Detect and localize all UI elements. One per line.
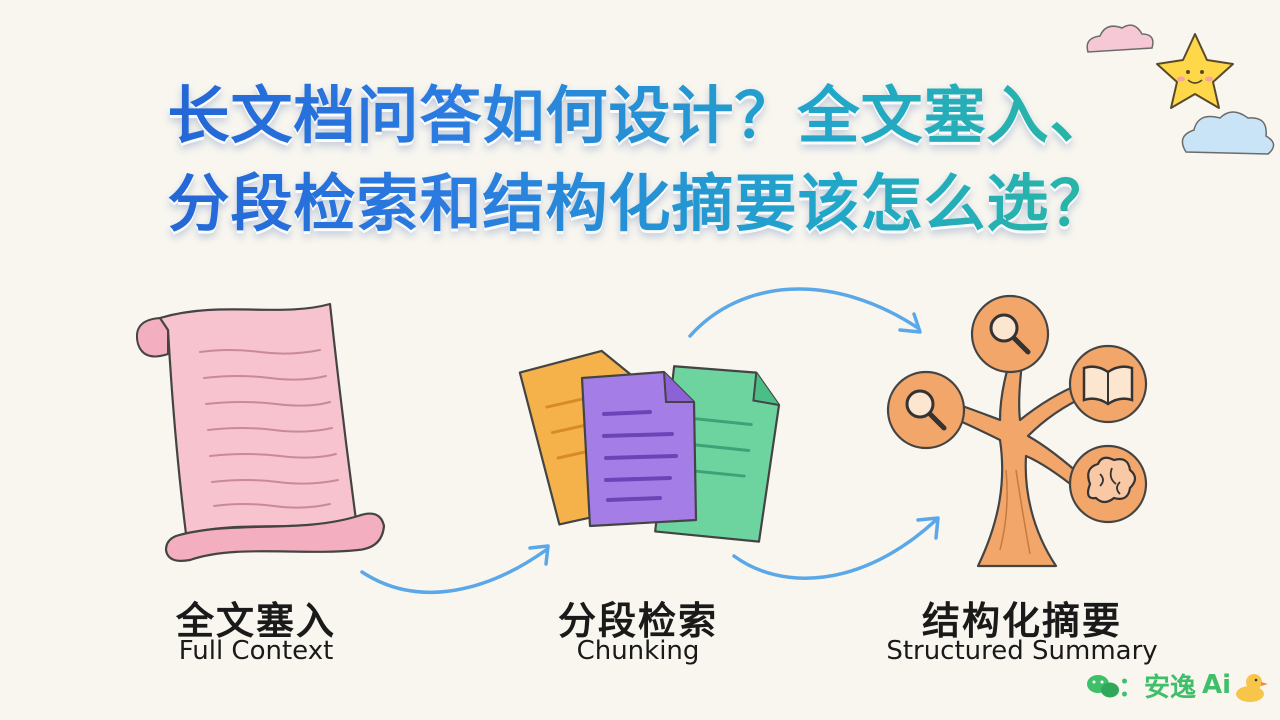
wechat-icon (1087, 675, 1119, 698)
stage-label-full-context-cn: 全文塞入 (175, 599, 336, 643)
stage-label-chunking-en: Chunking (576, 636, 700, 666)
arrow-top-to-summary (688, 287, 920, 338)
duck-icon (1236, 674, 1268, 702)
stage-label-chunking-cn: 分段检索 (557, 599, 718, 643)
stage-label-summary-cn: 结构化摘要 (921, 599, 1122, 643)
book-icon (1068, 344, 1148, 424)
stage-label-full-context-en: Full Context (178, 636, 334, 666)
watermark-prefix: ：安逸 (1118, 672, 1197, 703)
watermark: ：安逸 Ai (1118, 668, 1232, 703)
arrow-fullcontext-to-chunking (360, 548, 548, 594)
watermark-brand: Ai (1202, 670, 1232, 700)
blue-cloud (1181, 111, 1275, 155)
brain-icon (1068, 444, 1148, 524)
flow-arrows (360, 287, 940, 594)
search-icon (886, 370, 966, 450)
scroll-document-icon (136, 302, 386, 562)
knowledge-tree-icon (886, 294, 1148, 568)
pink-cloud (1086, 24, 1154, 53)
chunked-documents-icon (518, 349, 781, 543)
stage-label-summary-en: Structured Summary (886, 636, 1158, 666)
search-icon (970, 294, 1050, 374)
star-icon (1156, 33, 1234, 109)
arrow-chunking-to-summary (732, 518, 938, 580)
